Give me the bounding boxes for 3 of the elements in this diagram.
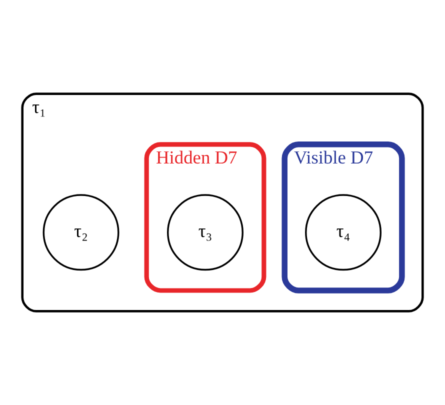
node-circle: τ₂ — [42, 194, 120, 271]
node-circle: τ₃ — [167, 194, 244, 271]
node-circle: τ₄ — [305, 194, 382, 271]
